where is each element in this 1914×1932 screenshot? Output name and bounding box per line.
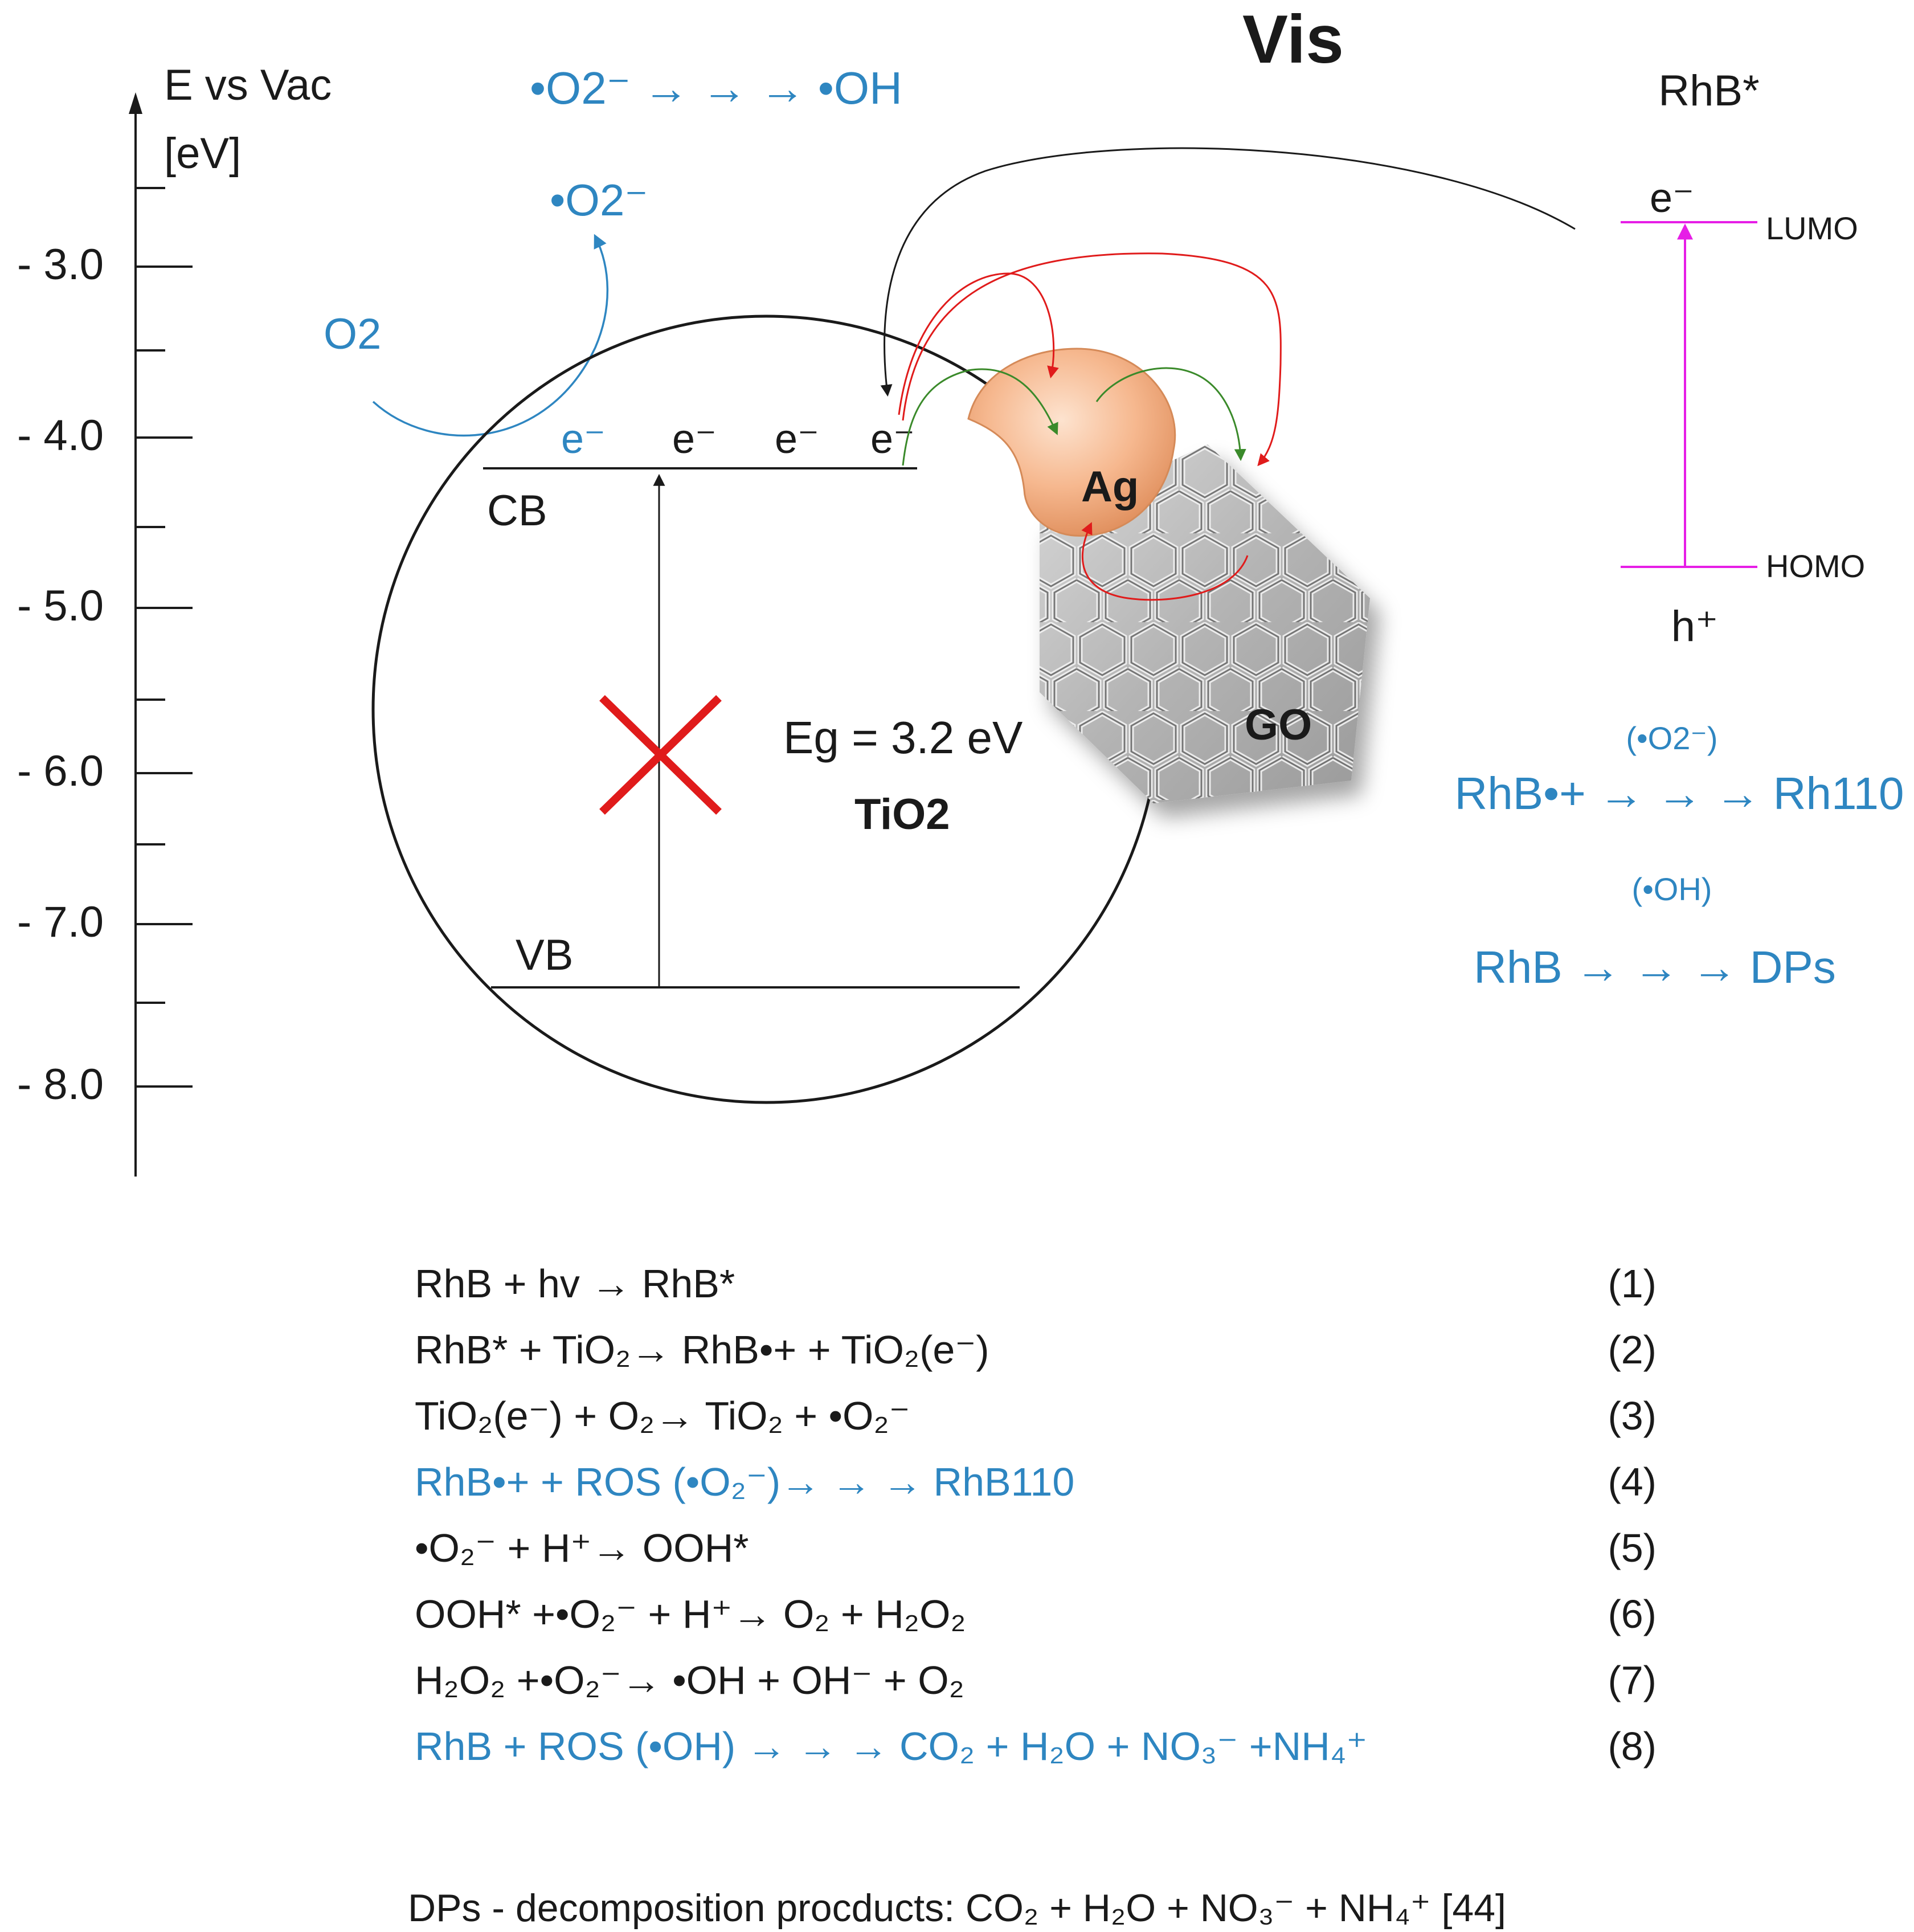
tick-label-4: - 4.0: [17, 411, 104, 460]
graphene-oxide-sheet: [1040, 444, 1370, 803]
equation-number: (7): [1608, 1658, 1657, 1702]
red-transfer-arrow-2: [902, 252, 1282, 467]
equation-row-8: RhB + ROS (•OH) → → → CO₂ + H₂O + NO₃⁻ +…: [415, 1713, 1657, 1779]
equation-number: (2): [1608, 1328, 1657, 1372]
dye-electron-label: e⁻: [1650, 175, 1694, 221]
forbidden-cross: [599, 695, 722, 815]
dye-hole-label: h⁺: [1671, 602, 1718, 651]
equation-number: (8): [1608, 1724, 1657, 1768]
equation-row-6: OOH* +•O₂⁻ + H⁺→ O₂ + H₂O₂ (6): [415, 1581, 1657, 1647]
equation-text: RhB* + TiO₂→ RhB•+ + TiO₂(e⁻): [415, 1328, 989, 1372]
cb-electron-1: e⁻: [561, 416, 606, 462]
equation-text: TiO₂(e⁻) + O₂→ TiO₂ + •O₂⁻: [415, 1394, 910, 1438]
superoxide-to-hydroxyl-reaction: •O2⁻ → → → •OH: [530, 63, 902, 113]
red-back-transfer-arrow: [1081, 522, 1249, 601]
equation-text: RhB + hv → RhB*: [415, 1261, 735, 1306]
green-transfer-arrow-1: [902, 368, 1058, 466]
green-transfer-arrow-2: [1095, 367, 1246, 461]
bandgap-label: Eg = 3.2 eV: [783, 712, 1023, 763]
tick-label-8: - 8.0: [17, 1060, 104, 1109]
reaction-equations: RhB + hv → RhB* (1) RhB* + TiO₂→ RhB•+ +…: [415, 1251, 1657, 1779]
cb-electron-3: e⁻: [775, 416, 819, 462]
dye-electron-injection-arrow: [880, 147, 1576, 397]
ag-label: Ag: [1081, 463, 1139, 511]
axis-title-line1: E vs Vac: [164, 61, 332, 109]
lumo-label: LUMO: [1766, 210, 1858, 246]
cb-electron-4: e⁻: [870, 416, 915, 462]
equation-row-1: RhB + hv → RhB* (1): [415, 1251, 1657, 1317]
pathway2-reaction: RhB → → → DPs: [1474, 942, 1836, 992]
oxygen-label: O2: [324, 310, 381, 358]
equation-text: OOH* +•O₂⁻ + H⁺→ O₂ + H₂O₂: [415, 1592, 966, 1636]
equation-text: RhB + ROS (•OH) → → → CO₂ + H₂O + NO₃⁻ +…: [415, 1724, 1368, 1768]
superoxide-label: •O2⁻: [550, 175, 648, 225]
footnote: DPs - decomposition procducts: CO₂ + H₂O…: [408, 1886, 1506, 1930]
silver-nanoparticle: [967, 348, 1176, 537]
tick-label-7: - 7.0: [17, 898, 104, 946]
equation-row-5: •O₂⁻ + H⁺→ OOH* (5): [415, 1515, 1657, 1581]
go-label: GO: [1245, 701, 1312, 749]
equation-number: (4): [1608, 1460, 1657, 1504]
tick-label-5: - 5.0: [17, 582, 104, 630]
tick-label-3: - 3.0: [17, 240, 104, 289]
dye-excited-label: RhB*: [1658, 67, 1759, 115]
equation-text: H₂O₂ +•O₂⁻→ •OH + OH⁻ + O₂: [415, 1658, 964, 1702]
equation-row-2: RhB* + TiO₂→ RhB•+ + TiO₂(e⁻) (2): [415, 1317, 1657, 1383]
energy-axis: E vs Vac [eV] - 3.0 - 4.0 - 5.0 - 6.0 - …: [17, 61, 332, 1177]
red-transfer-arrow-1: [898, 272, 1059, 415]
pathway2-condition: (•OH): [1632, 871, 1712, 907]
cb-label: CB: [487, 487, 547, 535]
equation-number: (6): [1608, 1592, 1657, 1636]
light-label: Vis: [1242, 1, 1344, 77]
pathway1-reaction: RhB•+ → → → Rh110: [1454, 768, 1904, 819]
axis-title-line2: [eV]: [164, 129, 241, 178]
equation-number: (3): [1608, 1394, 1657, 1438]
cb-electron-2: e⁻: [672, 416, 717, 462]
equation-text: •O₂⁻ + H⁺→ OOH*: [415, 1526, 749, 1570]
vb-label: VB: [516, 931, 573, 979]
equation-row-7: H₂O₂ +•O₂⁻→ •OH + OH⁻ + O₂ (7): [415, 1647, 1657, 1713]
tick-label-6: - 6.0: [17, 747, 104, 795]
equation-row-3: TiO₂(e⁻) + O₂→ TiO₂ + •O₂⁻ (3): [415, 1383, 1657, 1449]
pathway1-condition: (•O2⁻): [1626, 720, 1717, 756]
homo-label: HOMO: [1766, 548, 1865, 584]
equation-number: (5): [1608, 1526, 1657, 1570]
tio2-label: TiO2: [854, 790, 950, 839]
equation-row-4: RhB•+ + ROS (•O₂⁻)→ → → RhB110 (4): [415, 1449, 1657, 1515]
oxygen-reduction-arrow: [372, 234, 609, 437]
equation-text: RhB•+ + ROS (•O₂⁻)→ → → RhB110: [415, 1460, 1075, 1504]
equation-number: (1): [1608, 1261, 1657, 1306]
axis-arrowhead: [129, 92, 142, 114]
